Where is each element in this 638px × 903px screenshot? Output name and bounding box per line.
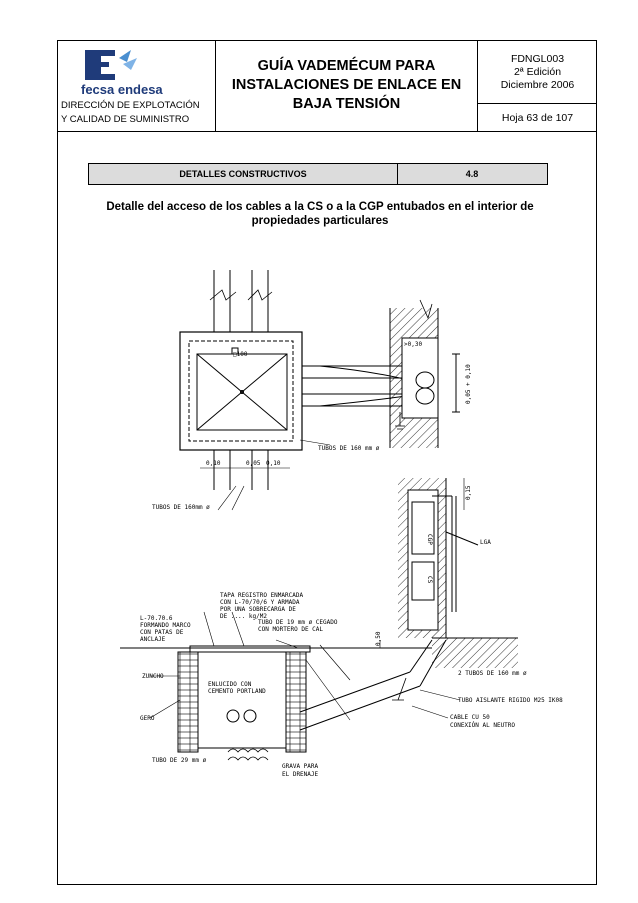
title-line-1: GUÍA VADEMÉCUM PARA xyxy=(257,58,436,74)
caption-line-1: Detalle del acceso de los cables a la CS… xyxy=(106,201,534,213)
title-cell: GUÍA VADEMÉCUM PARA INSTALACIONES DE ENL… xyxy=(216,40,478,131)
department-line-2: Y CALIDAD DE SUMINISTRO xyxy=(61,114,190,125)
info-cell: FDNGL003 2ª Edición Diciembre 2006 Hoja … xyxy=(478,40,597,131)
caption-line-2: propiedades particulares xyxy=(251,215,389,227)
doc-code: FDNGL003 xyxy=(510,53,565,65)
section-number: 4.8 xyxy=(465,169,479,179)
logo-cell: fecsa endesa DIRECCIÓN DE EXPLOTACIÓN Y … xyxy=(57,40,216,131)
title-line-2: INSTALACIONES DE ENLACE EN xyxy=(231,77,462,93)
fecsa-endesa-logo: fecsa endesa xyxy=(81,50,163,97)
section-label: DETALLES CONSTRUCTIVOS xyxy=(89,164,398,184)
logo-wordmark: fecsa endesa xyxy=(81,82,163,97)
section-bar: DETALLES CONSTRUCTIVOS 4.8 xyxy=(88,163,548,185)
document-title: GUÍA VADEMÉCUM PARA INSTALACIONES DE ENL… xyxy=(222,57,472,114)
doc-edition: 2ª Edición xyxy=(513,66,562,78)
department-line-1: DIRECCIÓN DE EXPLOTACIÓN xyxy=(61,100,200,111)
title-line-3: BAJA TENSIÓN xyxy=(292,96,401,112)
page-frame xyxy=(57,40,597,885)
page-number: Hoja 63 de 107 xyxy=(501,111,574,124)
figure-caption: Detalle del acceso de los cables a la CS… xyxy=(80,200,560,228)
doc-info: FDNGL003 2ª Edición Diciembre 2006 xyxy=(478,40,597,104)
document-header: fecsa endesa DIRECCIÓN DE EXPLOTACIÓN Y … xyxy=(57,40,597,132)
doc-date: Diciembre 2006 xyxy=(500,79,575,91)
